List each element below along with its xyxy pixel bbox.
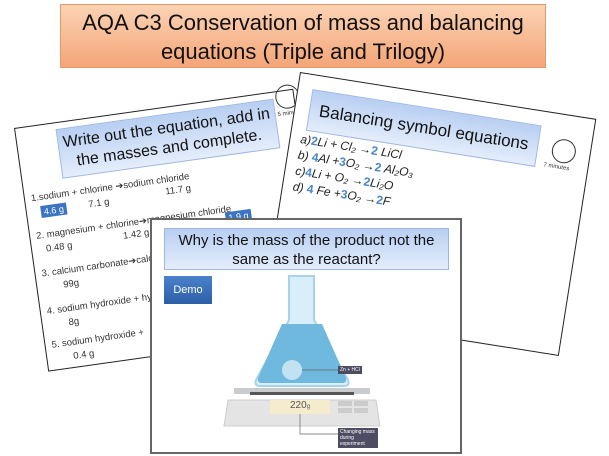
mass: 0.48 g — [45, 240, 74, 255]
flask-icon — [254, 275, 350, 387]
slide-title: Why is the mass of the product not the s… — [164, 228, 449, 270]
mass: 11.7 g — [164, 183, 192, 198]
flask-label: Zn + HCl — [338, 366, 362, 374]
mass: 8g — [67, 315, 80, 329]
mass: 1.42 g — [122, 227, 151, 242]
mass: 7.1 g — [87, 196, 111, 211]
demo-button[interactable]: Demo — [164, 276, 212, 304]
mass: 0.4 g — [72, 348, 96, 362]
mass-answer: 4.6 g — [40, 202, 68, 219]
question-4: 4. sodium hydroxide + hy — [46, 291, 153, 318]
banner-line-2: equations (Triple and Trilogy) — [160, 39, 446, 64]
scale-icon — [223, 369, 381, 435]
scale-reading: 220g — [290, 400, 311, 411]
scale-label: Changing mass during experiment — [338, 428, 378, 448]
title-banner: AQA C3 Conservation of mass and balancin… — [60, 4, 546, 68]
banner-line-1: AQA C3 Conservation of mass and balancin… — [82, 10, 524, 35]
question-5: 5. sodium hydroxide + — [50, 326, 145, 351]
slide-title: Write out the equation, add in the masse… — [55, 98, 281, 179]
clock-icon — [550, 137, 578, 165]
mass: 99g — [62, 277, 80, 291]
slide-mass-demo: Why is the mass of the product not the s… — [150, 218, 462, 454]
flask-on-scale-illustration — [223, 275, 381, 435]
timer-label: 7 minutes — [542, 162, 570, 173]
